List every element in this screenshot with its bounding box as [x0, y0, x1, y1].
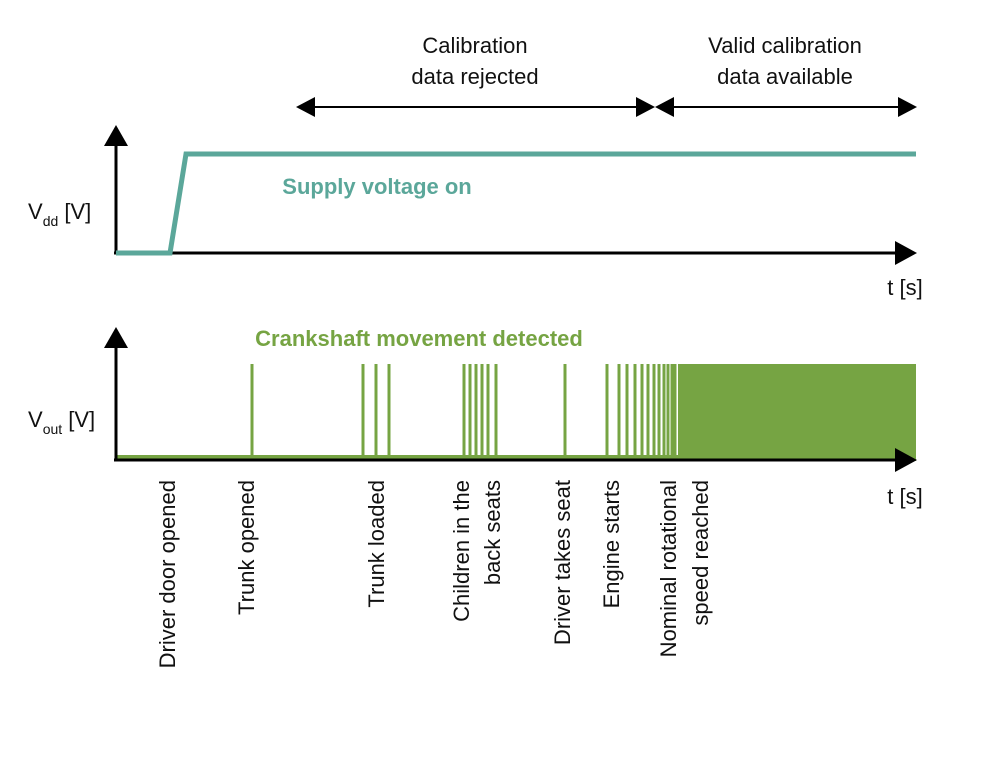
event-children-line2: back seats: [480, 480, 505, 585]
top-time-axis-label: t [s]: [887, 275, 922, 300]
event-trunk-loaded: Trunk loaded: [364, 480, 389, 608]
bottom-time-axis-label: t [s]: [887, 484, 922, 509]
crankshaft-output-plot: Crankshaft movement detected Vout [V] t …: [28, 326, 923, 509]
vdd-axis-sub: dd: [43, 213, 59, 229]
vout-axis-main: V: [28, 407, 43, 432]
rejected-range-arrow: [296, 97, 655, 117]
rejected-label-line2: data rejected: [411, 64, 538, 89]
vdd-axis-unit: [V]: [58, 199, 91, 224]
vout-axis-label: Vout [V]: [28, 407, 95, 437]
event-trunk-opened: Trunk opened: [234, 480, 259, 615]
event-driver-door-opened: Driver door opened: [155, 480, 180, 668]
vdd-axis-main: V: [28, 199, 43, 224]
vout-axis-unit: [V]: [62, 407, 95, 432]
calibration-annotations: Calibration data rejected Valid calibrat…: [296, 33, 917, 117]
event-engine-starts: Engine starts: [599, 480, 624, 608]
event-nominal-speed-line2: speed reached: [688, 480, 713, 626]
valid-label-line2: data available: [717, 64, 853, 89]
bottom-y-axis: [104, 327, 128, 460]
valid-range-arrow: [655, 97, 917, 117]
event-driver-takes-seat: Driver takes seat: [550, 480, 575, 645]
crankshaft-pulses: [250, 364, 677, 460]
event-labels: Driver door opened Trunk opened Trunk lo…: [155, 480, 713, 668]
rejected-label-line1: Calibration: [422, 33, 527, 58]
supply-voltage-plot: Supply voltage on Vdd [V] t [s]: [28, 125, 923, 300]
vout-axis-sub: out: [43, 421, 63, 437]
vdd-axis-label: Vdd [V]: [28, 199, 91, 229]
supply-voltage-signal: [116, 151, 916, 256]
valid-label-line1: Valid calibration: [708, 33, 862, 58]
event-nominal-speed-line1: Nominal rotational: [656, 480, 681, 657]
supply-voltage-label: Supply voltage on: [282, 174, 471, 199]
bottom-x-axis: [114, 448, 917, 472]
top-y-axis: [104, 125, 128, 254]
top-x-axis: [114, 241, 917, 265]
continuous-pulse-train: [678, 364, 916, 460]
crankshaft-label: Crankshaft movement detected: [255, 326, 583, 351]
event-children-line1: Children in the: [449, 480, 474, 622]
